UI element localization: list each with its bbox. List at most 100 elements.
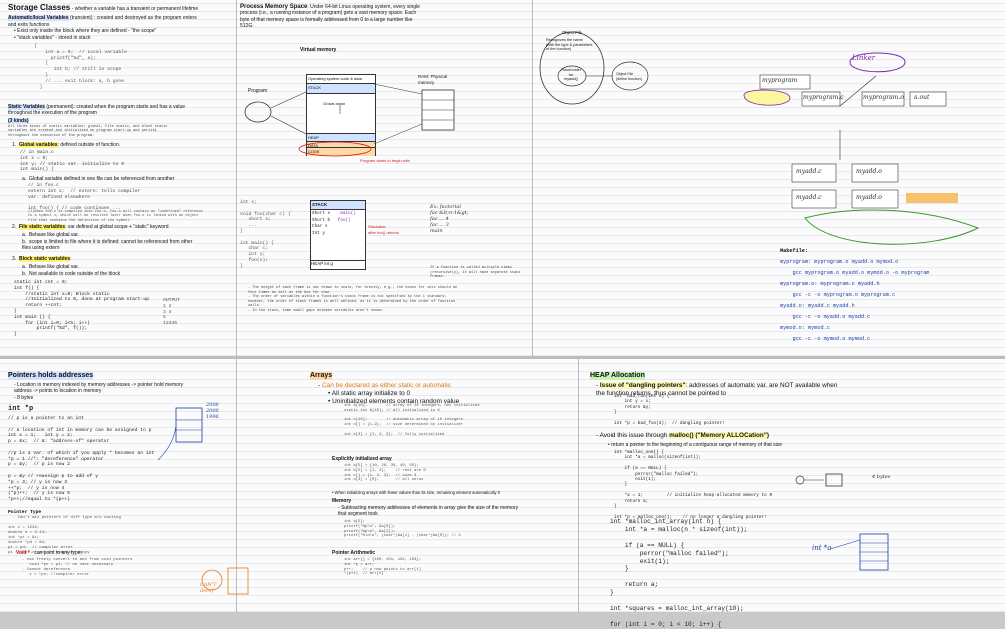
static-note: All three kinds of static variables: glo… <box>8 125 168 138</box>
pms-title: Process Memory Space <box>240 4 308 10</box>
myadd-c-label-1: myadd.c <box>796 168 822 175</box>
heap-title: HEAP Allocation <box>590 372 645 381</box>
placeholder-label: Placeholder for myadd() <box>561 68 582 82</box>
file-static-label: File static variables <box>18 224 66 230</box>
global-code: // in main.c int x = 0; int y; // static… <box>20 150 125 173</box>
object-file-svg <box>539 31 649 105</box>
code-region: CODE <box>307 147 375 157</box>
heap-int-box: HEAP int g <box>310 260 366 270</box>
ram-label: RAM: Physical memory <box>418 74 448 86</box>
linker-label: Linker <box>852 54 876 62</box>
extern-note: (2)When foo.c is compiled into foo.o, fo… <box>28 210 203 223</box>
malloc-label: malloc() ("Memory ALLOCation") <box>669 432 769 439</box>
process-memory-panel: Process Memory Space: Under 64-bit Linux… <box>240 4 530 354</box>
storage-title: Storage Classes <box>8 3 71 12</box>
block-static-label: Block static variables <box>18 256 71 262</box>
stack-note: Stackable after foo() returns <box>368 224 399 236</box>
memory-bullet: Subtracting memory addresses of elements… <box>338 505 519 518</box>
block-static-b: Not available to code outside of the blo… <box>28 271 121 277</box>
object-file-2-label: Object File (define function) <box>616 72 642 81</box>
stack-frame-box: STACK Short s main() Short b foo() Char … <box>310 200 366 270</box>
row-divider <box>0 356 1005 359</box>
makefile-title: Makefile: <box>780 248 809 254</box>
memory-code: int a[5]; printf("%p\n", &a[0]); printf(… <box>344 520 461 539</box>
global-label: Global variables <box>18 142 58 148</box>
auto-code-block: { int a = 0; // Local variable printf("%… <box>34 44 127 90</box>
memory-title: Memory <box>332 498 352 504</box>
myprogram-c-label: myprogram.c <box>803 94 844 101</box>
pointers-bullet-1: Location in memory indexed by memory add… <box>14 382 184 395</box>
global-desc: : defined outside of function. <box>57 142 121 148</box>
heap-panel: HEAP Allocation - Issue of "dangling poi… <box>590 364 1002 628</box>
makefile-line-6: gcc -c -o myadd.o myadd.c <box>780 314 871 320</box>
block-static-a: Behave like global var. <box>28 264 79 270</box>
pointers-panel: Pointers holds addresses - Location in m… <box>8 364 234 610</box>
block-static-desc: : <box>70 256 72 262</box>
static-label: Static Variables <box>8 104 45 110</box>
memory-diagram-svg <box>244 83 455 157</box>
pointer-arith-label: Pointer Arithmetic <box>332 550 376 556</box>
hand-factorial: Ex: factorial fac &lt;n-1&gt; fac ... 4 … <box>430 204 469 234</box>
auto-desc: (transient) : created and destroyed as t… <box>8 15 197 28</box>
pointer-type-section: Pointer Type - Can't mix pointers of dif… <box>8 510 121 555</box>
arrays-code-2: int a[5] = {10, 20, 30, 40, 50}; int b[5… <box>344 464 426 483</box>
os-region: Operating system code & data <box>307 75 375 85</box>
heap-sketch-svg <box>795 473 889 571</box>
program-label: Program <box>248 88 268 94</box>
auto-bullet-1: Exist only inside the block where they a… <box>17 28 157 35</box>
pointers-bullet-2: 8 bytes <box>17 394 34 401</box>
static-badge: (3 kinds) <box>8 118 29 125</box>
extern-code: // in foo.c extern int x; // extern: tel… <box>28 183 141 212</box>
myadd-o-label-2: myadd.o <box>856 194 882 201</box>
grows-down: Grows down <box>323 101 346 106</box>
storage-classes-panel: Storage Classes - whether a variable has… <box>8 3 234 354</box>
col-divider-2 <box>532 0 533 356</box>
makefile-line-5: myadd.o: myadd.c myadd.h <box>780 303 855 309</box>
pointer-type-title: Pointer Type <box>8 510 42 515</box>
array-note: • When initializing arrays with fewer va… <box>332 490 501 495</box>
file-static-b: scope is limited to file where it is def… <box>22 239 193 252</box>
virtual-memory-label: Virtual memory <box>300 47 337 53</box>
makefile-line-2: gcc myprogram.o myadd.o mymod.o -o mypro… <box>780 270 930 276</box>
storage-intro: - whether a variable has a transient or … <box>70 6 199 12</box>
dangling-code: int *bad_fun(int x) { int y = x; return … <box>614 394 725 427</box>
heap-region: HEAP <box>307 134 375 143</box>
stack-example-code: int x; void foo(char c) { short s; ... }… <box>240 200 291 269</box>
ptr-declaration: int *p <box>8 405 34 414</box>
object-file-label: Object File <box>562 30 583 35</box>
heap-bytes-note: 4 bytes <box>872 474 891 480</box>
myprogram-o-label: myprogram.o <box>863 94 904 101</box>
file-static-desc: : var defined at global scope + "static"… <box>65 224 169 230</box>
linker-panel: Linker myprogram myprogram.c myprogram.o… <box>700 0 1005 356</box>
makefile-line-1: myprogram: myprogram.o myadd.o mymod.o <box>780 259 899 265</box>
col-divider-3 <box>578 359 579 612</box>
stack-region: STACK <box>307 84 375 94</box>
void-code: - can freely convert to and from void po… <box>22 558 133 577</box>
recursion-note: If a function is called multiple times (… <box>430 266 523 280</box>
makefile-line-8: gcc -c -o mymod.o mymod.c <box>780 336 871 342</box>
myadd-c-label-2: myadd.c <box>796 194 822 201</box>
object-file-panel: Object File Recognizes the name (with th… <box>534 4 654 124</box>
explicit-init-label: Explicitly initialized array <box>332 456 392 462</box>
dangling-desc: : addresses of automatic var. are NOT av… <box>596 382 838 397</box>
makefile-line-4: gcc -c -o myprogram.o myprogram.c <box>780 292 896 298</box>
pointer-type-bullet: Can't mix pointers of diff type w/o cast… <box>17 516 121 520</box>
global-a: Global variable defined in one file can … <box>28 176 175 182</box>
myadd-o-label-1: myadd.o <box>856 168 882 175</box>
pointer-address-notes: 2008 2000 1996 <box>206 402 219 420</box>
dangling-label: Issue of "dangling pointers" <box>599 382 686 389</box>
pointer-arith-code: int arr[] = {100, 101, 102, 103}; int *p… <box>344 558 422 577</box>
a-out-label: a.out <box>914 94 930 101</box>
pms-desc: : Under 64-bit Linux operating system, e… <box>240 4 420 30</box>
file-static-a: Behave like global var. <box>28 232 79 238</box>
pointers-title: Pointers holds addresses <box>8 372 94 381</box>
myprogram-label: myprogram <box>762 77 798 84</box>
heap-int-a-note: int *a <box>812 544 832 552</box>
arrays-bullet-1: Can be declared as either static or auto… <box>321 382 451 389</box>
program-starts-note: Program starts to begin with <box>360 158 410 163</box>
malloc-int-array-code: int *malloc_int_array(int n) { int *a = … <box>610 518 748 628</box>
data-region: DATA <box>307 141 375 151</box>
arrays-title: Arrays <box>310 372 333 381</box>
recognizes-note: Recognizes the name (with the type & par… <box>546 38 593 52</box>
